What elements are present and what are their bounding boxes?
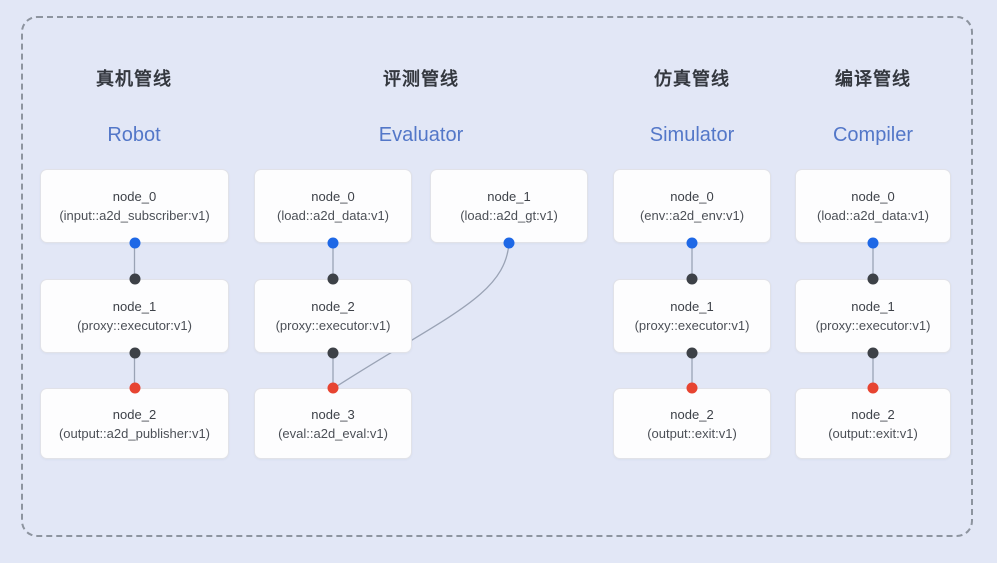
pipeline-title-en-robot: Robot [107,124,161,146]
node-subtitle: (load::a2d_data:v1) [276,208,390,223]
node-subtitle: (load::a2d_data:v1) [816,208,930,223]
node-subtitle: (proxy::executor:v1) [275,318,391,333]
node-subtitle: (eval::a2d_eval:v1) [278,425,388,441]
port-dot-blue [327,237,339,249]
node-title: node_2 [670,406,714,422]
wire-evaluator-1-3-curve [333,242,510,389]
port-dot-dark [867,273,879,285]
node-title: node_3 [311,406,355,422]
node-card-compiler-node2: node_2 (output::exit:v1) [795,388,951,459]
node-card-evaluator-node3: node_3 (eval::a2d_eval:v1) [254,388,412,459]
node-title: node_1 [670,299,714,314]
pipeline-title-cn-robot: 真机管线 [96,69,172,89]
node-card-evaluator-node0: node_0 (load::a2d_data:v1) [254,169,412,243]
node-card-evaluator-node1: node_1 (load::a2d_gt:v1) [430,169,588,243]
node-subtitle: (proxy::executor:v1) [77,318,192,333]
dashed-frame [21,16,973,537]
node-title: node_0 [311,189,355,204]
pipeline-title-cn-compiler: 编译管线 [835,69,911,89]
node-card-simulator-node0: node_0 (env::a2d_env:v1) [613,169,771,243]
pipeline-title-cn-simulator: 仿真管线 [654,69,730,89]
port-dot-red [867,382,879,394]
pipeline-title-en-evaluator: Evaluator [378,124,464,146]
node-subtitle: (load::a2d_gt:v1) [460,208,558,223]
node-card-evaluator-node2: node_2 (proxy::executor:v1) [254,279,412,353]
node-subtitle: (output::exit:v1) [828,425,918,441]
node-card-robot-node1: node_1 (proxy::executor:v1) [40,279,229,353]
node-subtitle: (proxy::executor:v1) [815,318,931,333]
port-dot-red [129,382,140,394]
node-subtitle: (output::exit:v1) [647,425,737,441]
node-card-robot-node2: node_2 (output::a2d_publisher:v1) [40,388,229,459]
node-subtitle: (proxy::executor:v1) [634,318,750,333]
port-dot-blue [503,237,515,249]
port-dot-blue [867,237,879,249]
node-title: node_0 [851,189,895,204]
node-title: node_0 [112,189,157,204]
node-title: node_2 [311,299,355,314]
pipeline-title-cn-evaluator: 评测管线 [383,69,459,89]
node-card-compiler-node1: node_1 (proxy::executor:v1) [795,279,951,353]
node-card-simulator-node2: node_2 (output::exit:v1) [613,388,771,459]
port-dot-blue [686,237,698,249]
node-title: node_2 [851,406,895,422]
node-card-robot-node0: node_0 (input::a2d_subscriber:v1) [40,169,229,243]
port-dot-red [327,382,339,394]
node-title: node_2 [112,406,157,422]
node-subtitle: (env::a2d_env:v1) [639,208,745,223]
pipeline-title-en-compiler: Compiler [832,124,914,146]
node-card-simulator-node1: node_1 (proxy::executor:v1) [613,279,771,353]
pipeline-title-en-simulator: Simulator [649,124,735,146]
port-dot-dark [686,347,698,359]
node-title: node_1 [487,189,531,204]
port-dot-red [686,382,698,394]
port-dot-dark [867,347,879,359]
node-title: node_1 [851,299,895,314]
node-subtitle: (input::a2d_subscriber:v1) [59,208,210,223]
port-dot-dark [129,347,140,359]
port-dot-dark [129,273,140,285]
node-title: node_0 [670,189,714,204]
port-dot-dark [327,347,339,359]
port-dot-dark [686,273,698,285]
port-dot-dark [327,273,339,285]
node-card-compiler-node0: node_0 (load::a2d_data:v1) [795,169,951,243]
node-subtitle: (output::a2d_publisher:v1) [58,425,211,441]
port-dot-blue [129,237,140,249]
node-title: node_1 [112,299,157,314]
